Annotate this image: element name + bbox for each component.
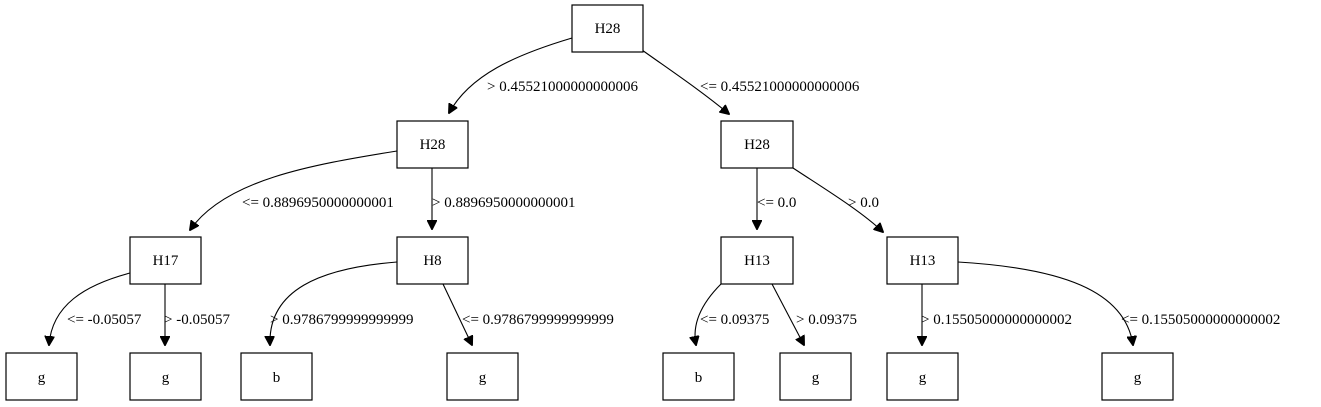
edge-n3-n8: > -0.05057 (164, 284, 230, 345)
edge-label-n6-n13: > 0.15505000000000002 (921, 312, 1072, 328)
leaf-label: g (812, 370, 820, 386)
edge-n4-n9: > 0.9786799999999999 (270, 261, 413, 345)
node-label: H8 (423, 253, 441, 269)
edge-label-n2-n5: <= 0.0 (757, 195, 796, 211)
leaf-label: g (38, 370, 46, 386)
leaf-label: g (479, 370, 487, 386)
edge-label-n6-n14: <= 0.15505000000000002 (1121, 312, 1280, 328)
leaf-label: b (695, 370, 703, 386)
tree-nodes: H28 H28 H28 H17 H8 H13 H13 (5, 4, 1174, 401)
node-label: H17 (153, 253, 179, 269)
tree-node-h13-left: H13 (720, 236, 794, 285)
node-label: H13 (910, 253, 936, 269)
leaf-label: b (273, 370, 281, 386)
tree-leaf-8: g (1101, 352, 1174, 401)
edge-n0-n2: <= 0.45521000000000006 (641, 49, 860, 114)
edge-label-n4-n9: > 0.9786799999999999 (270, 312, 413, 328)
node-label: H28 (420, 137, 446, 153)
node-label: H13 (744, 253, 770, 269)
tree-node-root: H28 (571, 4, 644, 53)
edge-n1-n4: > 0.8896950000000001 (432, 168, 575, 229)
edge-label-n5-n12: > 0.09375 (796, 312, 857, 328)
node-label: H28 (595, 21, 621, 37)
tree-node-h17: H17 (129, 236, 202, 285)
tree-leaf-4: g (446, 352, 519, 401)
edge-n4-n10: <= 0.9786799999999999 (442, 283, 614, 345)
tree-leaf-7: g (886, 352, 959, 401)
tree-leaf-2: g (129, 352, 202, 401)
edge-n5-n12: > 0.09375 (771, 283, 857, 345)
tree-edges: > 0.45521000000000006 <= 0.4552100000000… (49, 37, 1280, 345)
tree-node-h8: H8 (396, 236, 469, 285)
edge-n1-n3: <= 0.8896950000000001 (190, 150, 398, 230)
edge-n2-n6: > 0.0 (789, 165, 883, 232)
edge-label-n3-n7: <= -0.05057 (67, 312, 142, 328)
edge-label-n0-n2: <= 0.45521000000000006 (700, 79, 860, 95)
tree-leaf-1: g (5, 352, 78, 401)
edge-label-n4-n10: <= 0.9786799999999999 (462, 312, 614, 328)
tree-leaf-3: b (240, 352, 313, 401)
edge-label-n3-n8: > -0.05057 (164, 312, 230, 328)
tree-leaf-6: g (779, 352, 852, 401)
tree-node-left-h28: H28 (396, 120, 469, 169)
edge-label-n5-n11: <= 0.09375 (700, 312, 769, 328)
edge-n3-n7: <= -0.05057 (49, 272, 142, 345)
tree-leaf-5: b (662, 352, 735, 401)
leaf-label: g (162, 370, 170, 386)
edge-n2-n5: <= 0.0 (757, 168, 796, 229)
edge-label-n0-n1: > 0.45521000000000006 (487, 79, 638, 95)
node-label: H28 (744, 137, 770, 153)
edge-n0-n1: > 0.45521000000000006 (449, 37, 638, 113)
edge-n6-n13: > 0.15505000000000002 (921, 284, 1072, 345)
edge-n5-n11: <= 0.09375 (695, 283, 769, 345)
edge-label-n1-n3: <= 0.8896950000000001 (242, 195, 394, 211)
leaf-label: g (919, 370, 927, 386)
tree-node-h13-right: H13 (886, 236, 959, 285)
tree-node-right-h28: H28 (720, 120, 794, 169)
leaf-label: g (1134, 370, 1142, 386)
edge-label-n2-n6: > 0.0 (848, 195, 879, 211)
edge-label-n1-n4: > 0.8896950000000001 (432, 195, 575, 211)
edge-n6-n14: <= 0.15505000000000002 (957, 261, 1280, 345)
